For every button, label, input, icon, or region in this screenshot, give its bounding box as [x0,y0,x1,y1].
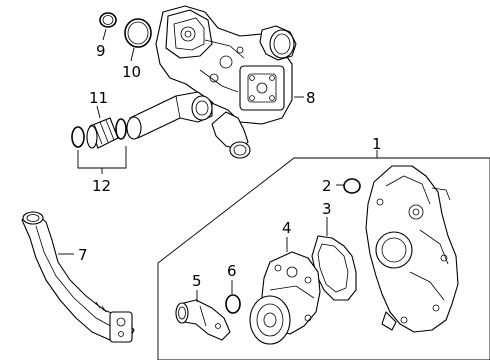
group-box-1 [157,157,490,360]
callout-1: 1 [372,135,382,153]
part-9-o-ring [99,12,117,28]
leader-10 [130,47,135,62]
callout-6: 6 [227,262,237,280]
part-2-o-ring [343,178,361,194]
callout-3: 3 [322,200,332,218]
callout-8: 8 [306,89,316,107]
part-10-o-ring [124,18,152,48]
part-6-o-ring [225,294,241,314]
callout-2: 2 [322,177,332,195]
callout-11: 11 [89,89,108,107]
part-5-outlet-pipe [175,299,231,341]
part-4-water-pump [249,251,321,345]
part-7-coolant-hose [21,211,135,343]
bracket-12 [77,146,127,169]
callout-9: 9 [96,42,106,60]
part-1-coolant-housing [365,165,459,333]
callout-10: 10 [122,63,141,81]
part-12-o-ring-right [115,118,127,140]
part-11-connector-sleeve [86,117,119,149]
leader-9 [102,28,107,41]
callout-5: 5 [192,272,202,290]
callout-12: 12 [92,177,111,195]
part-12-o-ring-left [71,126,85,148]
callout-4: 4 [282,219,292,237]
callout-7: 7 [78,246,88,264]
part-8-coolant-valve-assembly [126,5,297,159]
leader-11 [96,105,101,119]
